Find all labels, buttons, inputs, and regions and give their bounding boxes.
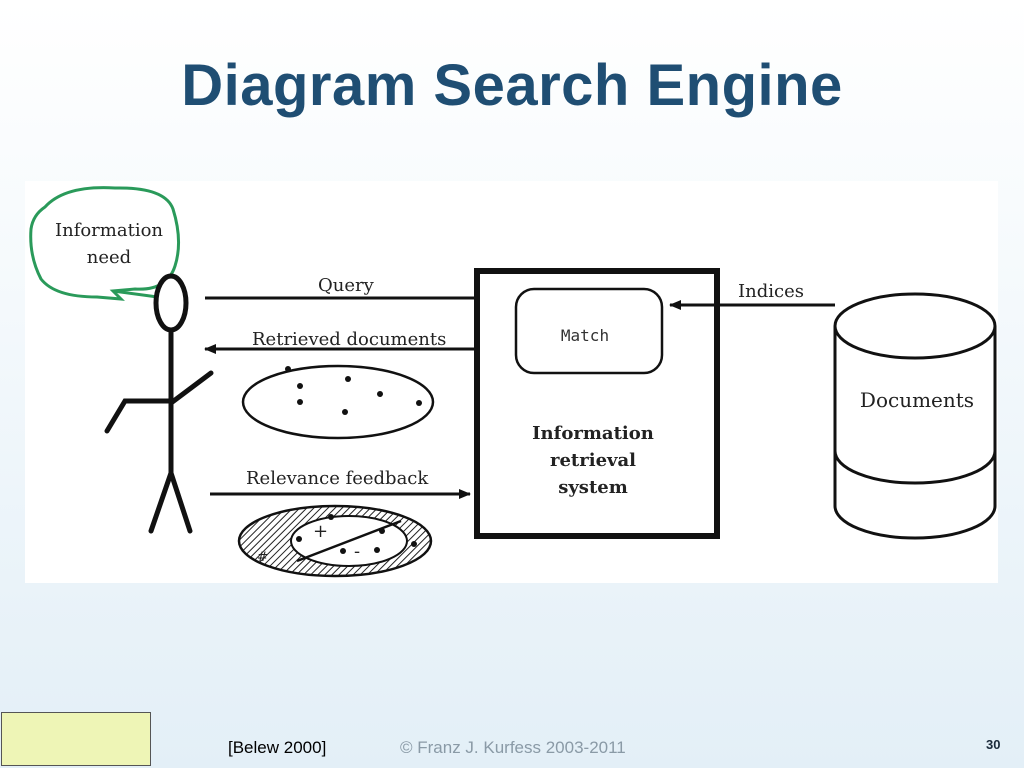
stick-figure-user bbox=[104, 273, 214, 534]
match-box bbox=[514, 287, 664, 375]
speech-bubble-outline bbox=[29, 186, 180, 301]
information-need-label-line1: Information bbox=[55, 220, 163, 241]
relevance-feedback-set: + - # bbox=[237, 504, 433, 578]
documents-label: Documents bbox=[860, 388, 974, 412]
retrieved-documents-label: Retrieved documents bbox=[252, 329, 446, 350]
user-legs bbox=[148, 465, 193, 534]
page-number: 30 bbox=[986, 737, 1001, 752]
logo-placeholder bbox=[1, 712, 151, 766]
user-left-arm bbox=[104, 398, 174, 434]
system-label-line3: system bbox=[558, 477, 628, 498]
user-head bbox=[153, 273, 189, 333]
negative-feedback-sign: - bbox=[354, 541, 360, 562]
query-label: Query bbox=[318, 275, 375, 296]
copyright-notice: © Franz J. Kurfess 2003-2011 bbox=[400, 738, 626, 757]
hash-mark: # bbox=[257, 550, 268, 565]
retrieved-documents-set bbox=[241, 364, 435, 440]
information-retrieval-system-box: Match Information retrieval system bbox=[474, 268, 720, 539]
information-need-label-line2: need bbox=[87, 247, 131, 268]
match-label: Match bbox=[561, 326, 609, 345]
documents-database-icon: Documents bbox=[833, 292, 997, 540]
positive-feedback-sign: + bbox=[313, 521, 328, 542]
system-label-line1: Information bbox=[532, 423, 654, 444]
indices-label: Indices bbox=[738, 281, 804, 302]
user-right-arm bbox=[168, 370, 214, 406]
system-label-line2: retrieval bbox=[550, 450, 636, 471]
information-need-bubble: Information need bbox=[29, 186, 180, 301]
relevance-feedback-label: Relevance feedback bbox=[246, 468, 429, 489]
slide-title: Diagram Search Engine bbox=[181, 53, 843, 118]
citation: [Belew 2000] bbox=[228, 738, 327, 757]
search-engine-diagram: Information need Query Retrieved documen… bbox=[25, 181, 998, 583]
